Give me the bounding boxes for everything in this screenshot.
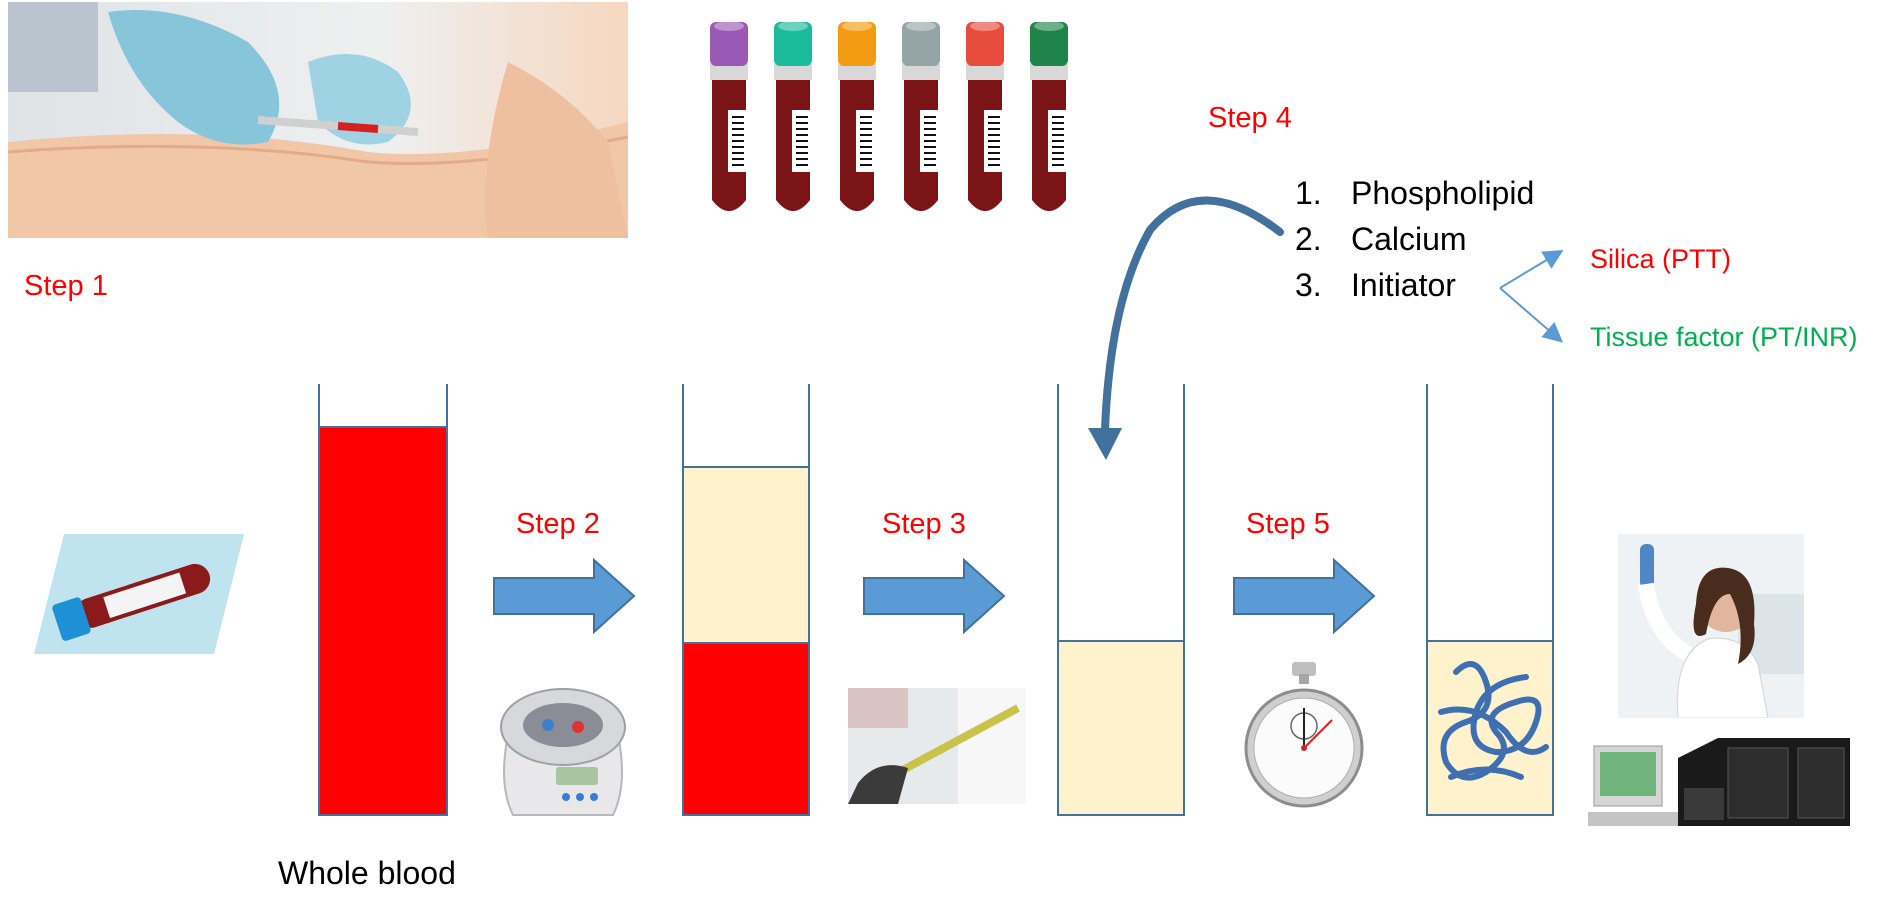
tube-plasma bbox=[1057, 384, 1185, 816]
venipuncture-photo bbox=[7, 2, 629, 238]
step-1-label: Step 1 bbox=[24, 270, 108, 302]
vacutainer-cap bbox=[838, 22, 876, 66]
vacutainer-cap bbox=[710, 22, 748, 66]
reagent-list: 1.Phospholipid 2.Calcium 3.Initiator bbox=[1295, 170, 1534, 308]
centrifuge-image bbox=[488, 665, 638, 830]
vacutainer-cap bbox=[1030, 22, 1068, 66]
reagent-item: 2.Calcium bbox=[1295, 221, 1467, 257]
blood-layer bbox=[320, 426, 446, 814]
step-3-label: Step 3 bbox=[882, 508, 966, 540]
step-2-label: Step 2 bbox=[516, 508, 600, 540]
branch-arrow-tissue-factor bbox=[1499, 287, 1564, 343]
reagent-item: 1.Phospholipid bbox=[1295, 175, 1535, 211]
vacutainer-tube bbox=[902, 21, 940, 211]
lab-analyzer-image bbox=[1588, 728, 1860, 838]
plasma-layer bbox=[684, 466, 808, 642]
tube-whole-blood bbox=[318, 384, 448, 816]
initiator-option-tissue-factor: Tissue factor (PT/INR) bbox=[1590, 322, 1858, 352]
vacutainer-tubes bbox=[700, 18, 1080, 223]
whole-blood-label: Whole blood bbox=[278, 855, 456, 891]
scientist-photo bbox=[1618, 534, 1804, 719]
sample-tube-photo bbox=[34, 534, 244, 654]
block-arrow-step-3 bbox=[863, 557, 1006, 635]
step-5-label: Step 5 bbox=[1246, 508, 1330, 540]
vacutainer-cap bbox=[902, 22, 940, 66]
initiator-option-silica: Silica (PTT) bbox=[1590, 244, 1731, 274]
curved-arrow bbox=[1101, 196, 1284, 434]
blood-cell-layer bbox=[684, 642, 808, 814]
plasma-layer bbox=[1059, 640, 1183, 814]
stopwatch-icon bbox=[1244, 660, 1364, 815]
block-arrow-step-5 bbox=[1233, 557, 1376, 635]
vacutainer-tube bbox=[838, 21, 876, 211]
vacutainer-cap bbox=[966, 22, 1004, 66]
branch-arrow-silica bbox=[1499, 249, 1564, 289]
pipette-photo bbox=[848, 688, 1026, 804]
clot-fibrin bbox=[1438, 661, 1549, 781]
step-4-label: Step 4 bbox=[1208, 102, 1292, 134]
vacutainer-tube bbox=[1030, 21, 1068, 211]
vacutainer-cap bbox=[774, 22, 812, 66]
reagent-item: 3.Initiator bbox=[1295, 267, 1456, 303]
vacutainer-tube bbox=[966, 21, 1004, 211]
curved-arrow-head bbox=[1088, 428, 1122, 460]
vacutainer-tube bbox=[710, 21, 748, 211]
vacutainer-tube bbox=[774, 21, 812, 211]
tube-separated bbox=[682, 384, 810, 816]
block-arrow-step-2 bbox=[493, 557, 636, 635]
